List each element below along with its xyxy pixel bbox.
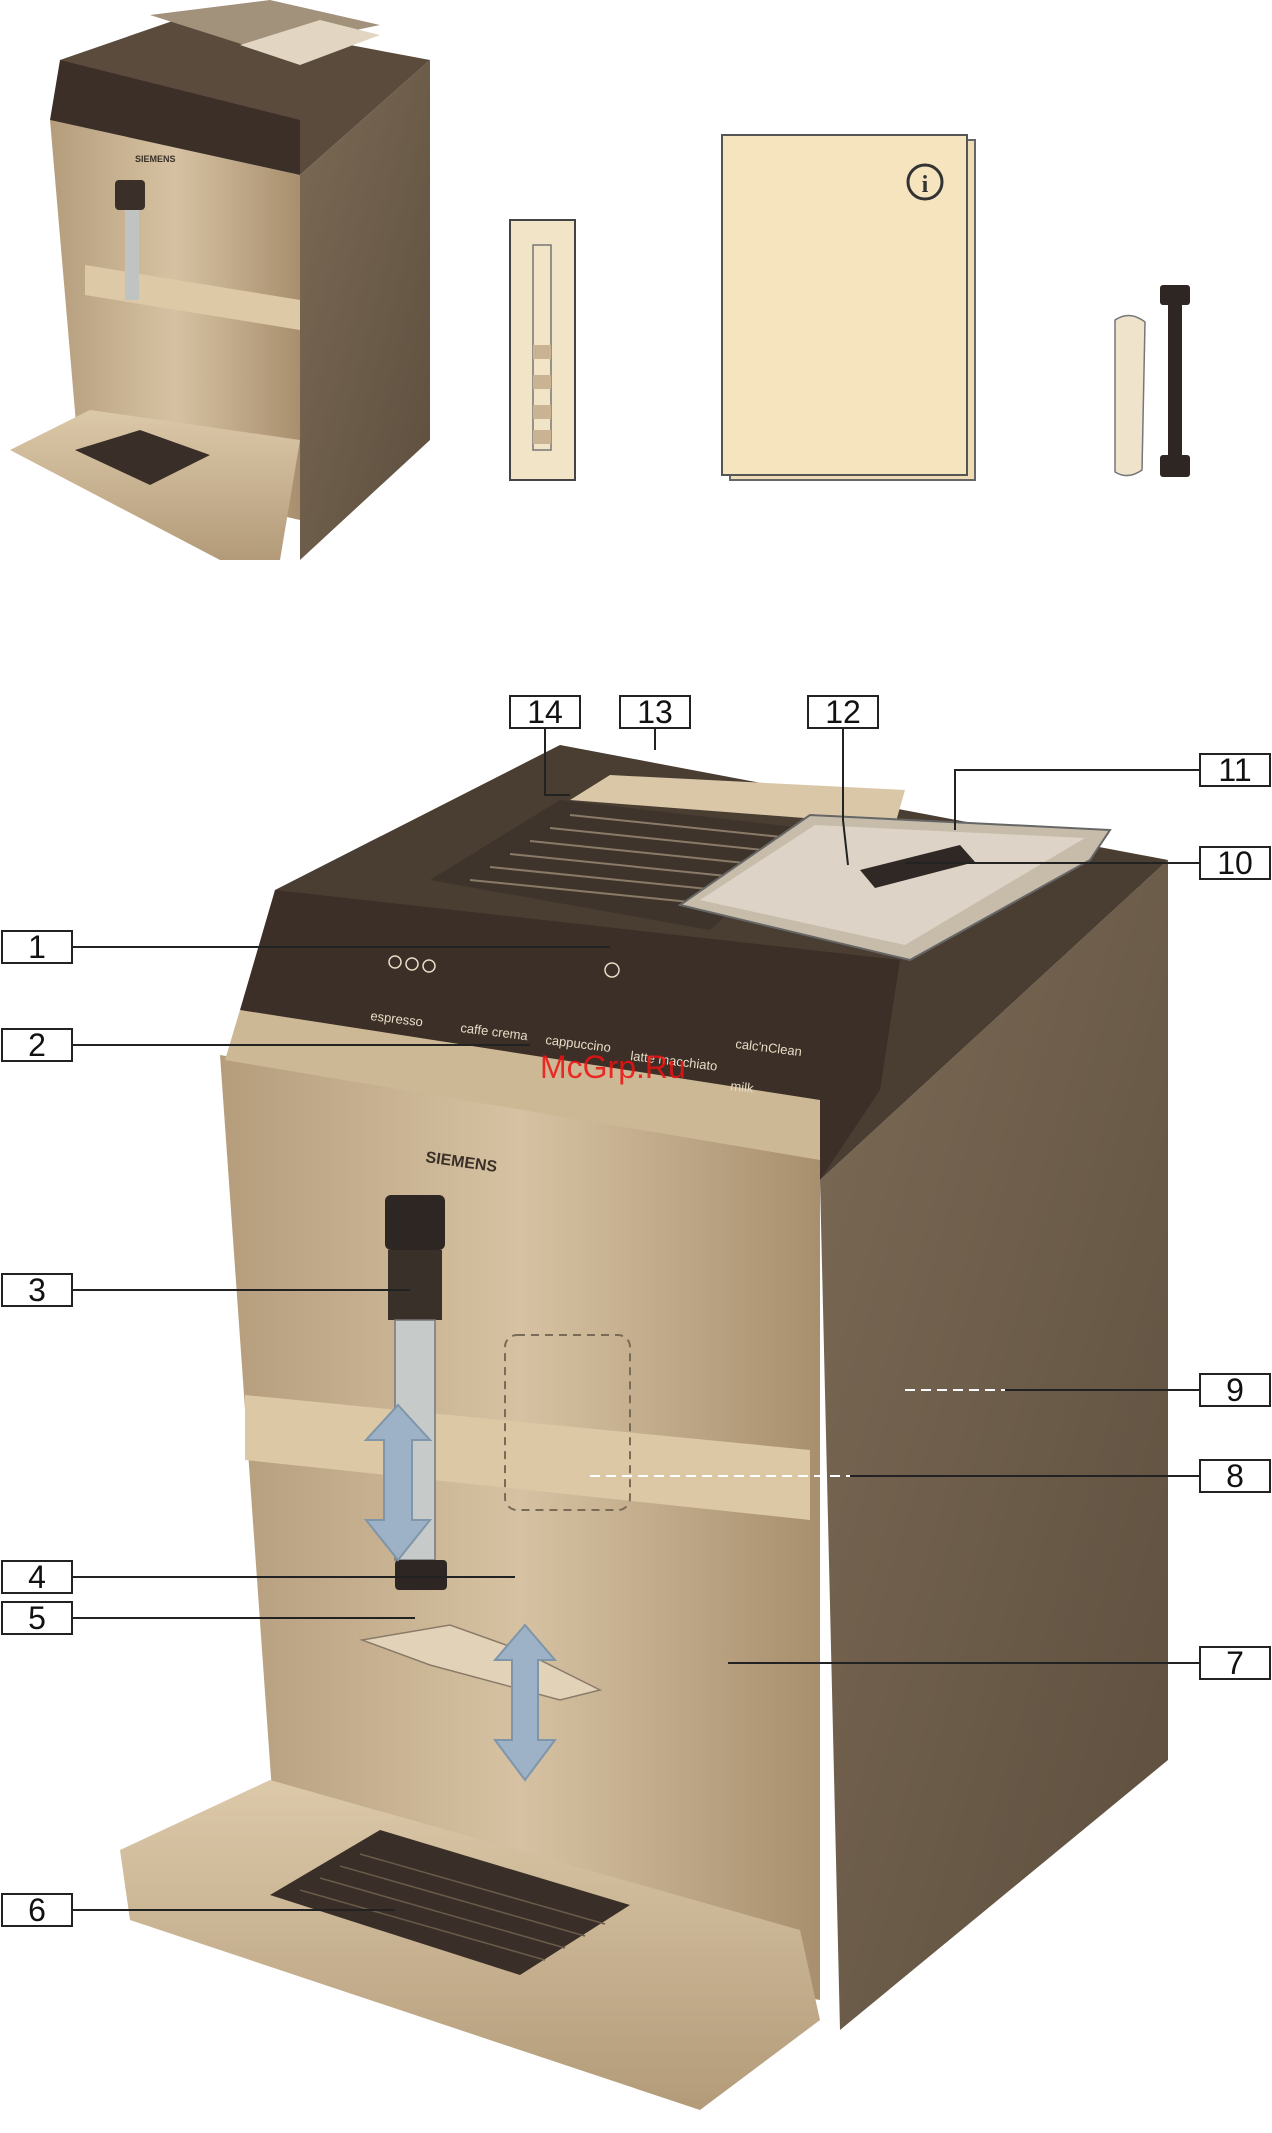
manual-illustration: i — [722, 135, 975, 480]
callout-7: 7 — [1200, 1645, 1270, 1681]
watermark-text: McGrp.Ru — [540, 1049, 686, 1085]
svg-text:1: 1 — [28, 929, 46, 965]
callout-13: 13 — [620, 694, 690, 730]
main-machine-illustration: SIEMENS espresso caffe crema cappuccino … — [120, 745, 1168, 2110]
callout-14: 14 — [510, 694, 580, 730]
svg-text:6: 6 — [28, 1892, 46, 1928]
svg-text:8: 8 — [1226, 1458, 1244, 1494]
small-brand-label: SIEMENS — [135, 154, 176, 164]
svg-text:9: 9 — [1226, 1372, 1244, 1408]
callout-4: 4 — [2, 1559, 72, 1595]
svg-text:5: 5 — [28, 1600, 46, 1636]
drink-milk: milk — [730, 1078, 755, 1096]
callout-10: 10 — [1200, 845, 1270, 881]
callout-12: 12 — [808, 694, 878, 730]
svg-text:14: 14 — [527, 694, 563, 730]
svg-text:13: 13 — [637, 694, 673, 730]
callout-3: 3 — [2, 1272, 72, 1308]
callout-11: 11 — [1200, 752, 1270, 788]
callout-9: 9 — [1200, 1372, 1270, 1408]
callout-2: 2 — [2, 1027, 72, 1063]
test-strip-illustration — [510, 220, 575, 480]
svg-text:11: 11 — [1218, 752, 1251, 788]
svg-text:4: 4 — [28, 1559, 46, 1595]
callout-5: 5 — [2, 1600, 72, 1636]
callout-6: 6 — [2, 1892, 72, 1928]
svg-text:3: 3 — [28, 1272, 46, 1308]
callout-8: 8 — [1200, 1458, 1270, 1494]
svg-text:10: 10 — [1217, 845, 1253, 881]
callout-1: 1 — [2, 929, 72, 965]
milk-tube-illustration — [1115, 285, 1190, 477]
info-symbol: i — [922, 172, 929, 198]
svg-text:7: 7 — [1226, 1645, 1244, 1681]
svg-text:2: 2 — [28, 1027, 46, 1063]
small-machine-illustration: SIEMENS — [10, 0, 430, 560]
svg-text:12: 12 — [825, 694, 861, 730]
